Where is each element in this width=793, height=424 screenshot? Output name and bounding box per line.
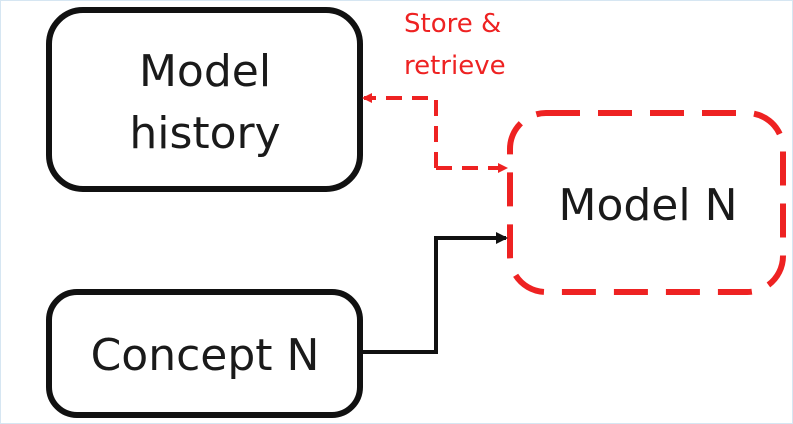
store-retrieve-label-line1: Store & (404, 9, 501, 39)
concept-n-label: Concept N (91, 330, 320, 381)
concept-to-model-connector (362, 232, 508, 354)
store-retrieve-arrow-to-history (362, 93, 438, 168)
model-history-box (46, 7, 363, 192)
store-retrieve-connector: Store & retrieve (362, 9, 508, 173)
model-history-label-line2: history (129, 108, 280, 159)
concept-n-node: Concept N (46, 289, 363, 418)
model-n-node: Model N (507, 110, 786, 295)
concept-to-model-arrow (362, 232, 508, 354)
concept-n-box (46, 289, 363, 418)
model-n-box (507, 110, 786, 295)
model-history-node: Model history (46, 7, 363, 192)
model-history-label-line1: Model (139, 46, 271, 97)
store-retrieve-label-line2: retrieve (404, 51, 506, 81)
model-n-label: Model N (558, 180, 737, 231)
